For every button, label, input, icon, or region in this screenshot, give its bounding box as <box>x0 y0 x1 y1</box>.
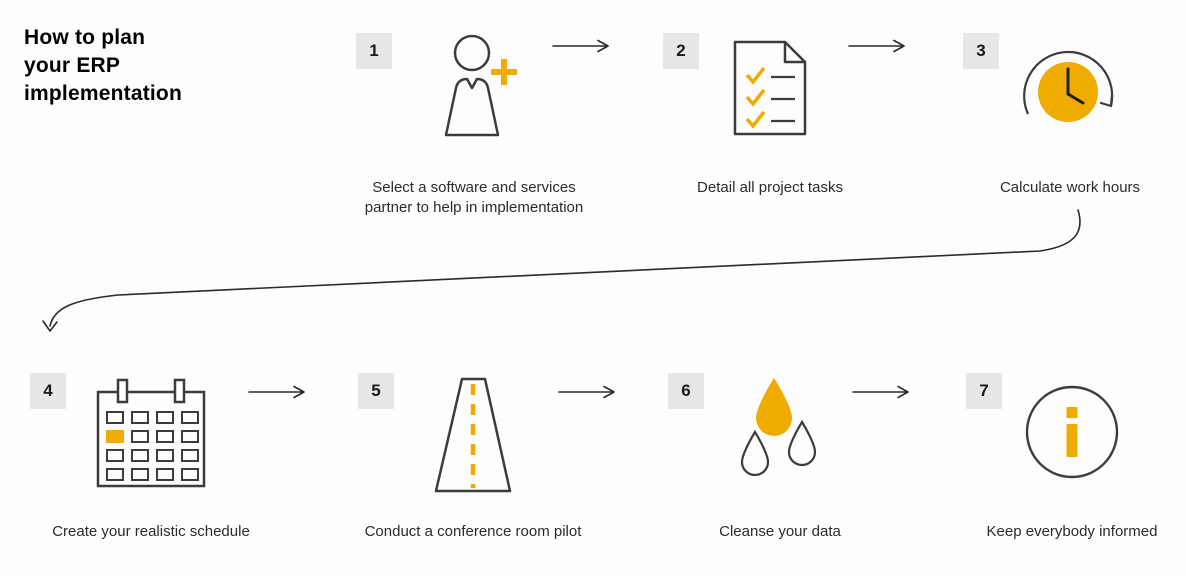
step-6-number-badge: 6 <box>668 373 704 409</box>
person-add-icon <box>348 30 600 176</box>
arrow-step2-to-step3 <box>848 39 905 53</box>
arrow-step5-to-step6 <box>558 385 615 399</box>
step-3-caption: Calculate work hours <box>999 179 1141 196</box>
step-2-number-badge: 2 <box>663 33 699 69</box>
clock-hours-icon <box>955 30 1185 176</box>
road-pilot-icon <box>350 370 596 516</box>
calendar-schedule-icon <box>22 370 280 516</box>
water-drops-icon <box>660 370 900 516</box>
step-4: 4 <box>22 370 280 542</box>
step-1-number-badge: 1 <box>356 33 392 69</box>
step-4-number-badge: 4 <box>30 373 66 409</box>
step-5: 5 Conduct a conference room pilot <box>350 370 596 542</box>
checklist-document-icon <box>655 30 885 176</box>
page-title: How to plan your ERP implementation <box>24 26 182 105</box>
step-7: 7 Keep everybody informed <box>958 370 1186 542</box>
step-6-caption: Cleanse your data <box>719 523 841 540</box>
step-7-caption: Keep everybody informed <box>986 523 1158 540</box>
step-1-caption: Select a software and services partner t… <box>364 179 584 217</box>
step-2-caption: Detail all project tasks <box>697 179 843 196</box>
step-4-caption: Create your realistic schedule <box>52 523 250 540</box>
step-6: 6 Cleanse your data <box>660 370 900 542</box>
arrow-step6-to-step7 <box>852 385 909 399</box>
step-3: 3 Calculate work hours <box>955 30 1185 198</box>
step-1: 1 Select a software and services partner… <box>348 30 600 219</box>
arrow-step4-to-step5 <box>248 385 305 399</box>
step-5-number-badge: 5 <box>358 373 394 409</box>
info-icon <box>958 370 1186 516</box>
step-7-number-badge: 7 <box>966 373 1002 409</box>
step-3-number-badge: 3 <box>963 33 999 69</box>
step-5-caption: Conduct a conference room pilot <box>364 523 582 540</box>
arrow-step1-to-step2 <box>552 39 609 53</box>
step-2: 2 Detail all project tasks <box>655 30 885 198</box>
